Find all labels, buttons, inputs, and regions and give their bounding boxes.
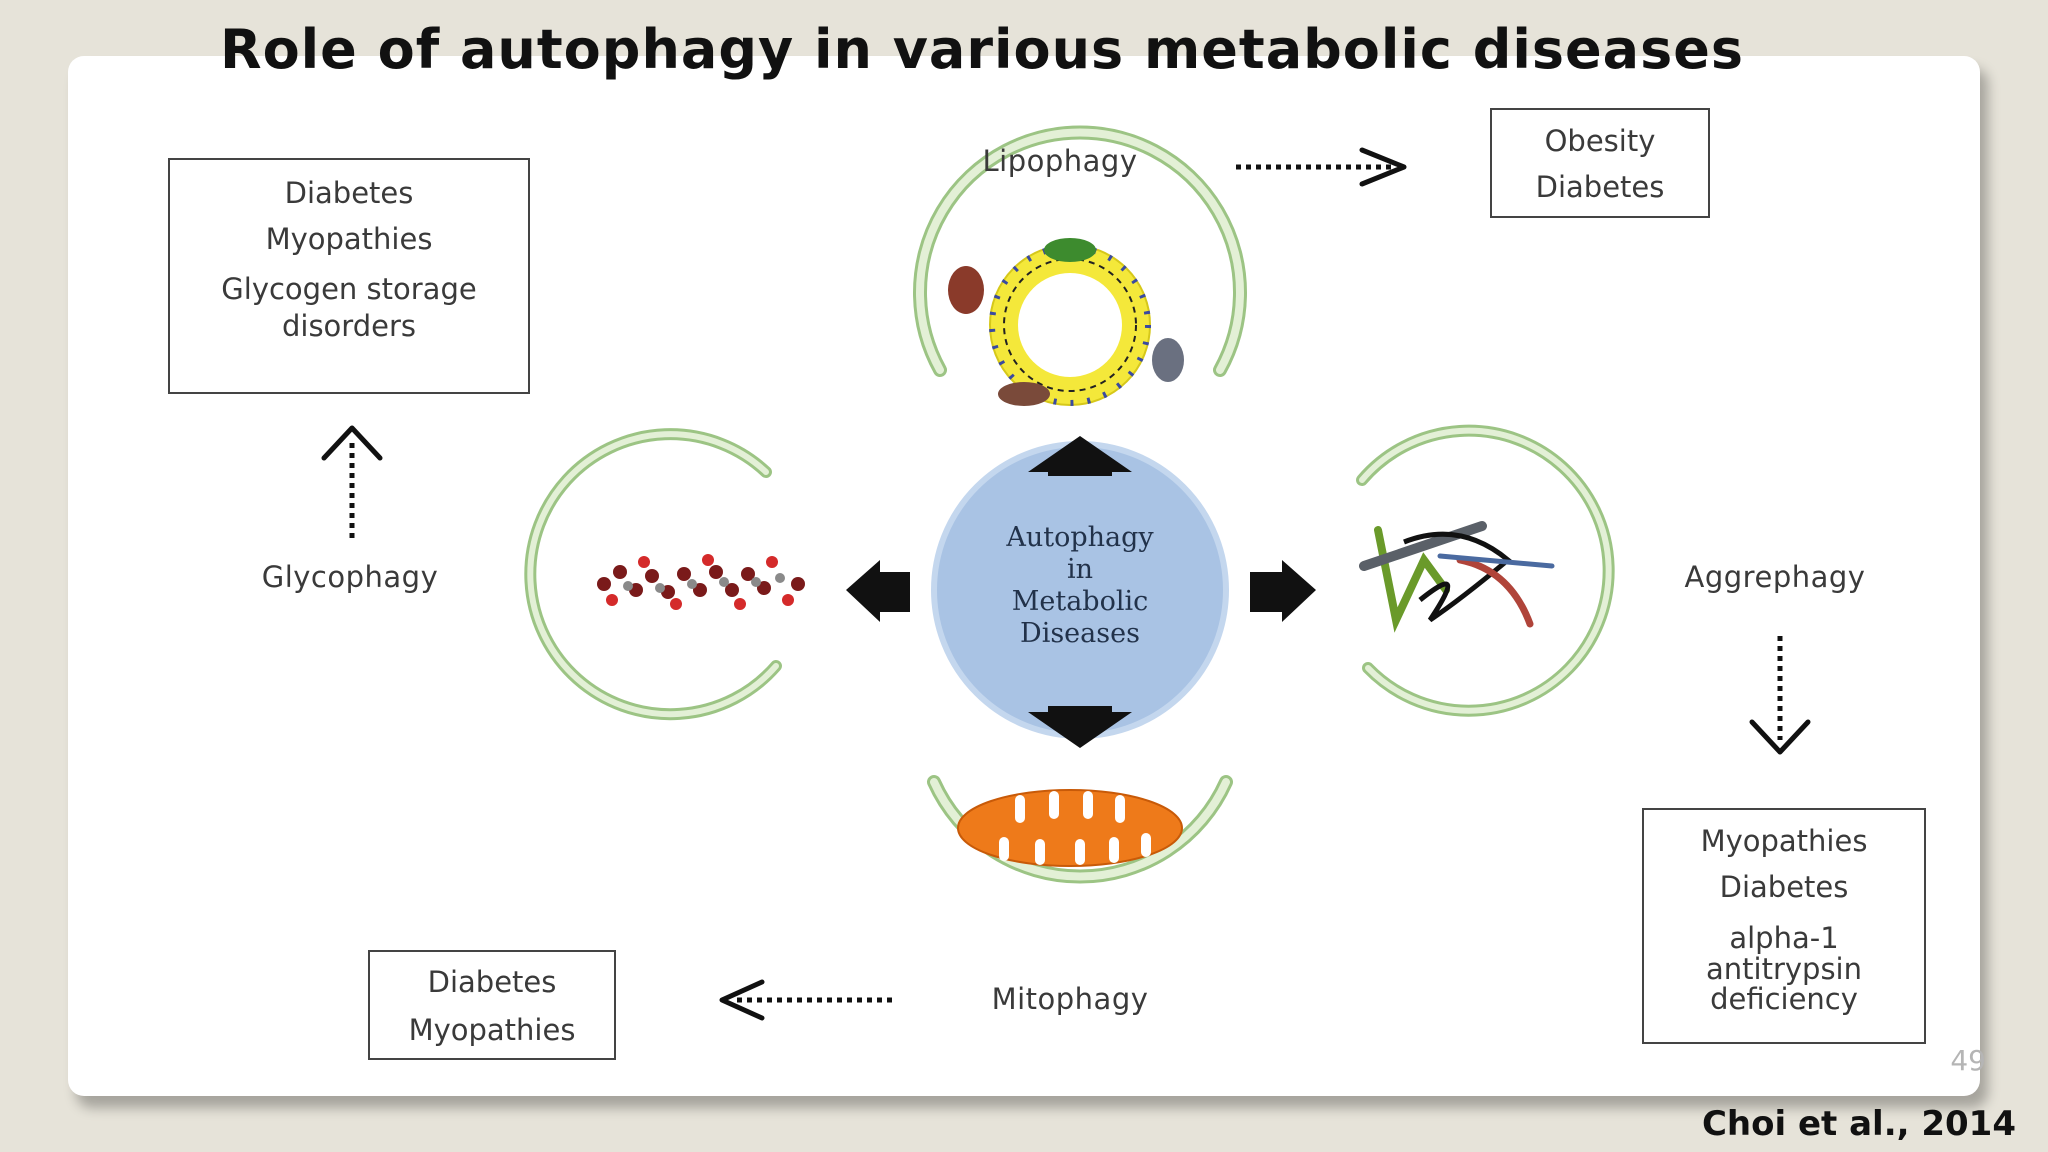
disease-glycogen-storage: Glycogen storage	[221, 272, 477, 306]
label-lipophagy: Lipophagy	[982, 144, 1138, 178]
center-line-3: Metabolic	[1011, 586, 1149, 617]
disease-obesity: Obesity	[1544, 124, 1656, 158]
disease-diabetes: Diabetes	[284, 176, 414, 210]
arrow-down	[1028, 706, 1132, 748]
arrow-up	[1028, 436, 1132, 476]
aggrephagy-graphic	[1356, 424, 1615, 717]
disease-diabetes: Diabetes	[1719, 870, 1849, 904]
label-aggrephagy: Aggrephagy	[1684, 560, 1866, 594]
arrow-right	[1250, 560, 1316, 622]
disease-myopathies: Myopathies	[265, 222, 433, 256]
citation: Choi et al., 2014	[1701, 1104, 2016, 1144]
arrow-left	[846, 560, 910, 622]
center-line-4: Diseases	[1020, 618, 1140, 649]
disease-diabetes: Diabetes	[1535, 170, 1665, 204]
glycophagy-graphic	[524, 428, 805, 721]
center-label: Autophagy in Metabolic Diseases	[930, 522, 1230, 650]
dotted-arrows	[349, 164, 1783, 1003]
center-line-1: Autophagy	[1006, 522, 1154, 553]
disease-box-mitophagy: Diabetes Myopathies	[368, 950, 616, 1060]
disease-box-lipophagy: Obesity Diabetes	[1490, 108, 1710, 218]
disease-deficiency: deficiency	[1710, 982, 1858, 1016]
center-line-2: in	[1066, 554, 1094, 585]
disease-box-glycophagy: Diabetes Myopathies Glycogen storage dis…	[168, 158, 530, 394]
label-mitophagy: Mitophagy	[991, 982, 1149, 1016]
lipophagy-graphic	[913, 125, 1247, 406]
dotted-arrow-heads	[321, 147, 1811, 1021]
disease-disorders: disorders	[281, 309, 416, 343]
disease-antitrypsin: antitrypsin	[1706, 952, 1862, 986]
slide-title: Role of autophagy in various metabolic d…	[219, 18, 1744, 81]
disease-box-aggrephagy: Myopathies Diabetes alpha-1 antitrypsin …	[1642, 808, 1926, 1044]
disease-diabetes: Diabetes	[427, 965, 557, 999]
disease-myopathies: Myopathies	[1700, 824, 1868, 858]
label-glycophagy: Glycophagy	[261, 560, 439, 594]
page-number: 49	[1950, 1044, 1986, 1077]
block-arrows	[846, 436, 1316, 748]
disease-myopathies: Myopathies	[408, 1013, 576, 1047]
disease-alpha-1: alpha-1	[1729, 921, 1839, 955]
mitophagy-graphic	[927, 775, 1233, 884]
